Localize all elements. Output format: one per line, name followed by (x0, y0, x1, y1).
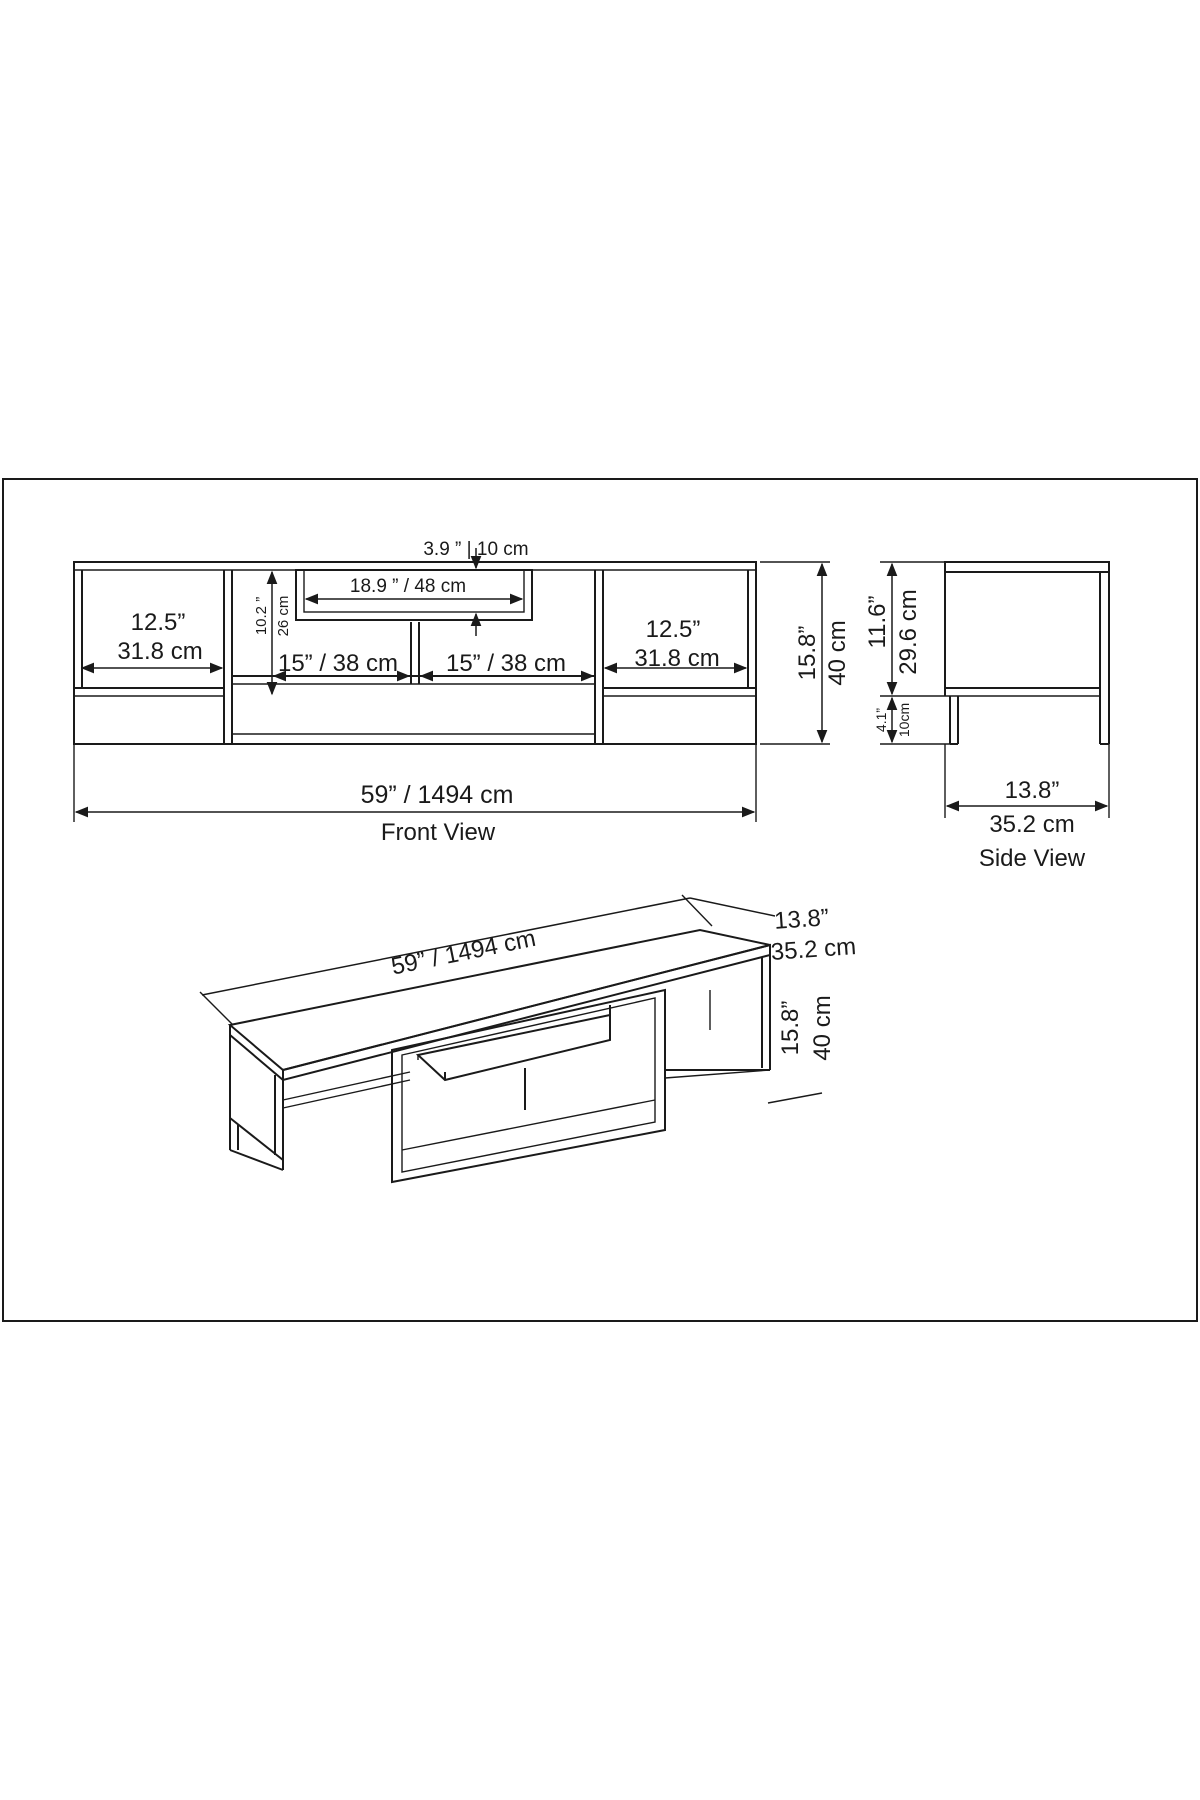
side-view-title: Side View (979, 845, 1086, 872)
front-upper-shelf-width: 18.9 ” / 48 cm (350, 576, 466, 597)
side-upper-in: 11.6” (864, 596, 891, 649)
front-center-right-width: 15” / 38 cm (446, 650, 566, 677)
front-left-width-in: 12.5” (131, 609, 186, 636)
side-leg-cm: 10cm (896, 703, 912, 737)
side-view: 11.6” 29.6 cm 4.1” 10cm 13.8” 35.2 cm Si… (864, 561, 1110, 872)
front-center-left-width: 15” / 38 cm (278, 650, 398, 677)
drawing-frame (2, 478, 1198, 1322)
front-right-width-in: 12.5” (646, 616, 701, 643)
side-leg-in: 4.1” (873, 708, 889, 732)
front-height-in: 15.8” (794, 626, 821, 681)
front-view-title: Front View (381, 819, 496, 846)
front-top-gap-label: 3.9 ” | 10 cm (423, 539, 528, 560)
front-total-width: 59” / 1494 cm (361, 781, 514, 809)
front-upper-height-in: 10.2 ” (253, 597, 270, 635)
front-upper-height-cm: 26 cm (275, 596, 292, 637)
front-view: 3.9 ” | 10 cm 18.9 ” / 48 cm 10.2 ” 26 c… (73, 539, 851, 846)
iso-depth-in: 13.8” (773, 904, 829, 935)
side-depth-in: 13.8” (1005, 777, 1060, 804)
iso-view: 59” / 1494 cm 13.8” 35.2 cm 15.8” 40 cm (199, 894, 857, 1184)
side-upper-cm: 29.6 cm (895, 589, 922, 674)
front-height-cm: 40 cm (824, 620, 851, 685)
iso-height-cm: 40 cm (809, 995, 836, 1060)
iso-depth-cm: 35.2 cm (770, 933, 857, 966)
iso-height-in: 15.8” (777, 1001, 804, 1056)
front-left-width-cm: 31.8 cm (117, 638, 202, 665)
side-depth-cm: 35.2 cm (989, 811, 1074, 838)
iso-width-label: 59” / 1494 cm (389, 925, 538, 981)
